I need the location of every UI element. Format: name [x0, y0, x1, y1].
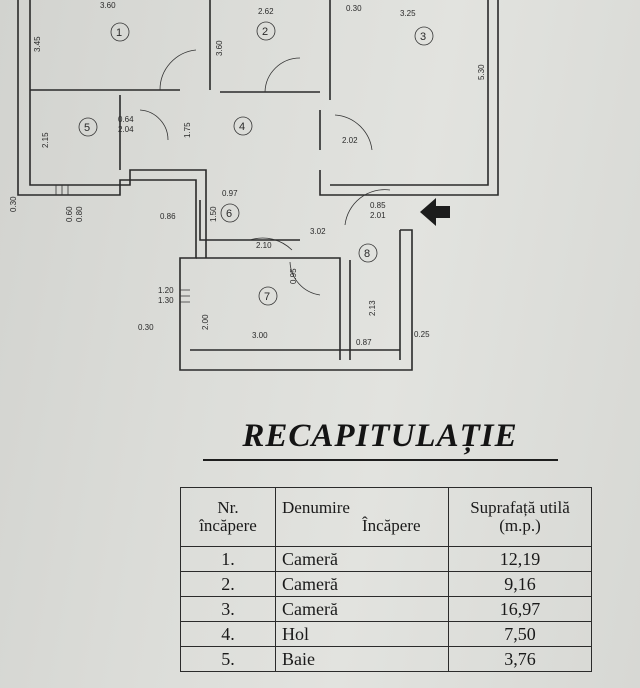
dim-label: 2.04: [118, 125, 134, 134]
cell-name: Cameră: [275, 596, 449, 622]
cell-name: Cameră: [275, 546, 449, 572]
dim-label: 2.15: [41, 132, 50, 148]
cell-area: 9,16: [448, 571, 592, 597]
door-swings: [139, 49, 391, 296]
table-row: 5. Baie 3,76: [180, 646, 592, 672]
cell-area: 16,97: [448, 596, 592, 622]
room-number-5: 5: [84, 122, 90, 134]
table-row: 3. Cameră 16,97: [180, 596, 592, 622]
dim-label: 2.00: [201, 314, 210, 330]
dim-label: 1.30: [158, 296, 174, 305]
dim-label: 0.86: [160, 212, 176, 221]
dim-label: 2.02: [342, 136, 358, 145]
window-marks: [55, 185, 190, 303]
dim-label: 0.25: [414, 330, 430, 339]
table-row: 1. Cameră 12,19: [180, 546, 592, 572]
table-row: 4. Hol 7,50: [180, 621, 592, 647]
cell-nr: 5.: [180, 646, 276, 672]
dim-label: 0.60: [65, 206, 74, 222]
dim-label: 0.80: [75, 206, 84, 222]
floor-plan-drawing: 1 2 3 4 5 6 7 8 3.60 2.62 0.30 3.25 3.45…: [9, 0, 499, 371]
dim-label: 0.87: [356, 338, 372, 347]
plan-walls: [17, 0, 499, 371]
dim-label: 5.30: [477, 64, 486, 80]
room-number-3: 3: [420, 31, 426, 43]
dim-label: 2.01: [370, 211, 386, 220]
dim-label: 2.13: [368, 300, 377, 316]
recap-title: RECAPITULAȚIE: [242, 418, 518, 454]
dim-label: 0.30: [9, 196, 18, 212]
cell-area: 12,19: [448, 546, 592, 572]
cell-name: Cameră: [275, 571, 449, 597]
cell-area: 7,50: [448, 621, 592, 647]
dim-label: 3.02: [310, 227, 326, 236]
room-number-8: 8: [364, 248, 370, 260]
dim-label: 2.62: [258, 7, 274, 16]
table-row: 2. Cameră 9,16: [180, 571, 592, 597]
room-number-2: 2: [262, 26, 268, 38]
dim-label: 0.85: [370, 201, 386, 210]
dim-label: 1.75: [183, 122, 192, 138]
dim-label: 3.00: [252, 331, 268, 340]
plan-dimensions: 3.60 2.62 0.30 3.25 3.45 3.60 5.30 2.15 …: [9, 1, 486, 347]
cell-nr: 1.: [180, 546, 276, 572]
room-number-6: 6: [226, 208, 232, 220]
room-number-1: 1: [116, 27, 122, 39]
dim-label: 2.10: [256, 241, 272, 250]
cell-name: Hol: [275, 621, 449, 647]
dim-label: 0.97: [222, 189, 238, 198]
dim-label: 1.50: [209, 206, 218, 222]
dim-label: 3.60: [100, 1, 116, 10]
cell-nr: 4.: [180, 621, 276, 647]
cell-name: Baie: [275, 646, 449, 672]
room-number-7: 7: [264, 291, 270, 303]
dim-label: 0.64: [118, 115, 134, 124]
cell-area: 3,76: [448, 646, 592, 672]
dim-label: 1.20: [158, 286, 174, 295]
room-markers: [78, 21, 434, 306]
dim-label: 3.25: [400, 9, 416, 18]
header-suprafata: Suprafață utilă(m.p.): [448, 487, 592, 547]
dim-label: 3.45: [33, 36, 42, 52]
dim-label: 3.60: [215, 40, 224, 56]
dim-label: 0.30: [346, 4, 362, 13]
room-number-4: 4: [239, 121, 245, 133]
dim-label: 0.95: [289, 268, 298, 284]
title-underline: [203, 459, 558, 461]
dim-label: 0.30: [138, 323, 154, 332]
cell-nr: 3.: [180, 596, 276, 622]
entrance-arrow: [420, 198, 450, 226]
cell-nr: 2.: [180, 571, 276, 597]
header-nr: Nr.încăpere: [180, 487, 276, 547]
